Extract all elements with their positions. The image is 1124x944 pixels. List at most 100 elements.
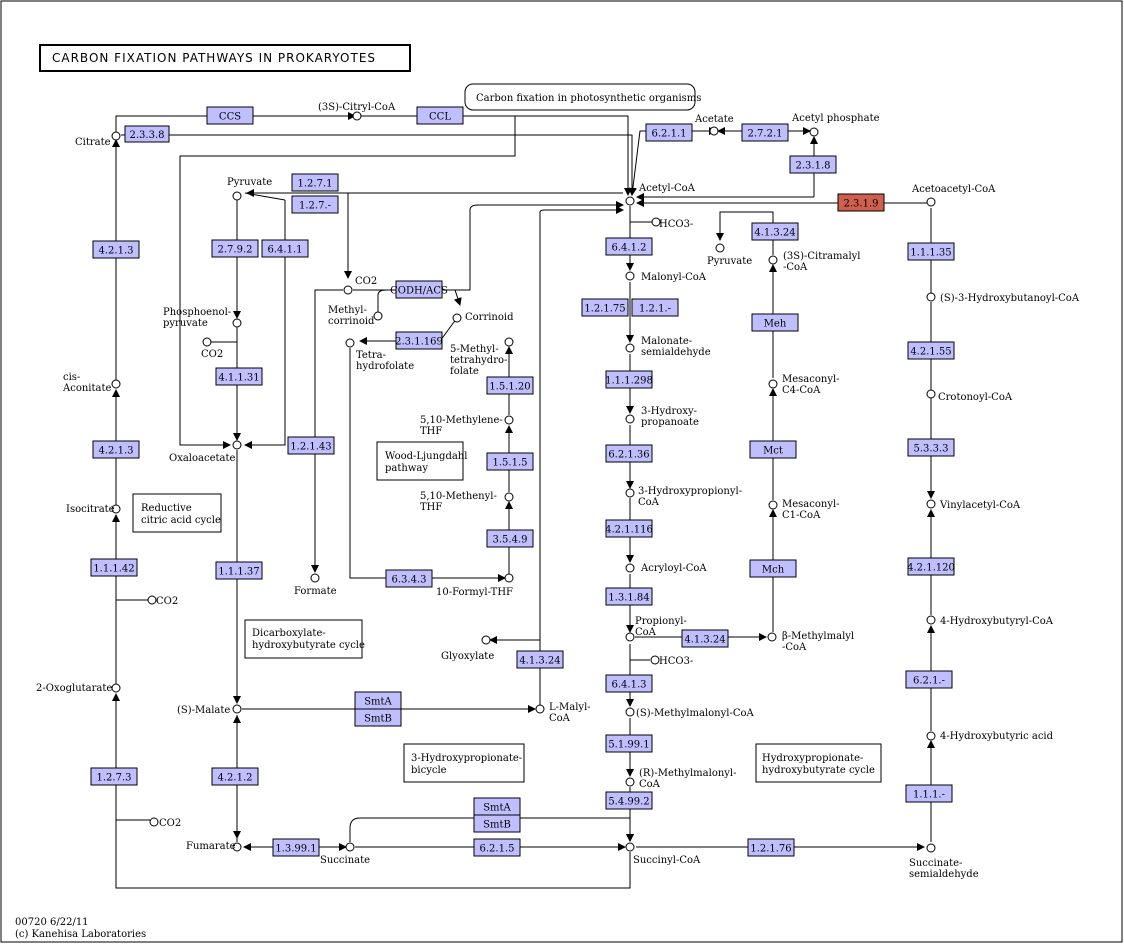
compound-node-mesaconyl-c4[interactable]	[768, 379, 778, 389]
enzyme-box[interactable]	[631, 298, 679, 317]
compound-node-cis-aconitate[interactable]	[111, 379, 121, 389]
enzyme-box[interactable]	[605, 370, 653, 389]
compound-node-acetyl-coa[interactable]	[625, 196, 635, 206]
enzyme-e6411[interactable]: 6.4.1.1	[261, 239, 309, 258]
enzyme-box[interactable]	[681, 629, 729, 648]
enzyme-box[interactable]	[486, 376, 534, 395]
enzyme-box[interactable]	[749, 440, 797, 459]
enzyme-box[interactable]	[905, 784, 953, 803]
enzyme-box[interactable]	[395, 280, 443, 299]
compound-node-propionyl-coa[interactable]	[625, 632, 635, 642]
enzyme-box[interactable]	[473, 838, 521, 857]
enzyme-e62136[interactable]: 6.2.1.36	[605, 444, 653, 463]
enzyme-e42155[interactable]: 4.2.1.55	[907, 341, 955, 360]
enzyme-e13991[interactable]: 1.3.99.1	[272, 838, 320, 857]
enzyme-e2792[interactable]: 2.7.9.2	[211, 239, 259, 258]
compound-node-methylcorrinoid[interactable]	[373, 311, 383, 321]
enzyme-e421120[interactable]: 4.2.1.120	[907, 557, 955, 576]
map-link-wood-ljungdahl[interactable]	[376, 441, 464, 481]
enzyme-e6343[interactable]: 6.3.4.3	[385, 569, 433, 588]
compound-node-hco3-b[interactable]	[650, 655, 660, 665]
enzyme-e4213a[interactable]: 4.2.1.3	[92, 240, 140, 259]
enzyme-e127x[interactable]: 1.2.7.-	[291, 195, 339, 214]
compound-node-fumarate[interactable]	[232, 842, 242, 852]
compound-node-citryl[interactable]	[352, 111, 362, 121]
enzyme-e4213b[interactable]: 4.2.1.3	[92, 440, 140, 459]
compound-node-s-3-hydroxybutanoyl[interactable]	[926, 292, 936, 302]
compound-node-succinyl-coa[interactable]	[625, 842, 635, 852]
map-link-reductive-citric[interactable]	[132, 493, 222, 533]
enzyme-e111x[interactable]: 1.1.1.-	[905, 784, 953, 803]
enzyme-box[interactable]	[605, 791, 653, 810]
compound-node-corrinoid[interactable]	[452, 313, 462, 323]
enzyme-ccl[interactable]: CCL	[416, 106, 464, 125]
enzyme-e13184[interactable]: 1.3.1.84	[605, 587, 653, 606]
compound-node-succinate-sa[interactable]	[926, 843, 936, 853]
compound-node-4-hydroxybutyric-acid[interactable]	[926, 731, 936, 741]
enzyme-box[interactable]	[741, 123, 789, 142]
compound-node-pep[interactable]	[232, 318, 242, 328]
enzyme-box[interactable]	[789, 155, 837, 174]
compound-node-acetoacetyl-coa[interactable]	[926, 197, 936, 207]
enzyme-box[interactable]	[416, 106, 464, 125]
enzyme-e12143[interactable]: 1.2.1.43	[287, 436, 335, 455]
map-link-dicarboxylate[interactable]	[244, 619, 363, 659]
compound-node-l-malyl[interactable]	[535, 704, 545, 714]
enzyme-smta2[interactable]: SmtA	[473, 797, 521, 816]
enzyme-box[interactable]	[211, 767, 259, 786]
enzyme-box[interactable]	[605, 519, 653, 538]
enzyme-e41324a[interactable]: 4.1.3.24	[516, 650, 564, 669]
enzyme-meh[interactable]: Meh	[751, 313, 799, 332]
compound-node-r-methylmalonyl[interactable]	[625, 777, 635, 787]
compound-node-hco3-a[interactable]	[651, 217, 661, 227]
compound-node-3hp-coa[interactable]	[625, 488, 635, 498]
compound-node-co2-wl[interactable]	[343, 285, 353, 295]
compound-node-co2-pep[interactable]	[202, 337, 212, 347]
enzyme-e11137[interactable]: 1.1.1.37	[215, 561, 263, 580]
map-link-hp-hb-cycle[interactable]	[755, 743, 882, 783]
enzyme-ccs[interactable]: CCS	[206, 106, 254, 125]
enzyme-box[interactable]	[605, 237, 653, 256]
enzyme-e3549[interactable]: 3.5.4.9	[486, 529, 534, 548]
enzyme-e2318[interactable]: 2.3.1.8	[789, 155, 837, 174]
compound-node-methylene-thf[interactable]	[504, 415, 514, 425]
enzyme-mch[interactable]: Mch	[749, 559, 797, 578]
enzyme-e2338[interactable]: 2.3.3.8	[124, 125, 170, 143]
enzyme-box[interactable]	[90, 767, 138, 786]
enzyme-e41324c[interactable]: 4.1.3.24	[751, 222, 799, 241]
enzyme-box[interactable]	[291, 173, 339, 192]
enzyme-e11135[interactable]: 1.1.1.35	[907, 242, 955, 261]
enzyme-e1273[interactable]: 1.2.7.3	[90, 767, 138, 786]
enzyme-e6211[interactable]: 6.2.1.1	[645, 123, 693, 142]
compound-node-malonyl-coa[interactable]	[625, 271, 635, 281]
enzyme-box[interactable]	[907, 557, 955, 576]
enzyme-smtb1[interactable]: SmtB	[354, 708, 402, 727]
enzyme-e2721[interactable]: 2.7.2.1	[741, 123, 789, 142]
enzyme-e41324b[interactable]: 4.1.3.24	[681, 629, 729, 648]
enzyme-box[interactable]	[907, 341, 955, 360]
enzyme-box[interactable]	[749, 559, 797, 578]
enzyme-box[interactable]	[751, 313, 799, 332]
enzyme-codhacs[interactable]: CODH/ACS	[390, 280, 448, 299]
compound-node-s-methylmalonyl[interactable]	[625, 707, 635, 717]
compound-node-acetate[interactable]	[709, 126, 719, 136]
enzyme-e51991[interactable]: 5.1.99.1	[605, 734, 653, 753]
enzyme-e2319[interactable]: 2.3.1.9	[837, 193, 885, 212]
enzyme-e54992[interactable]: 5.4.99.2	[605, 791, 653, 810]
enzyme-box[interactable]	[124, 125, 170, 143]
compound-node-mthf[interactable]	[504, 337, 514, 347]
enzyme-box[interactable]	[215, 561, 263, 580]
compound-node-4-hydroxybutyryl-coa[interactable]	[926, 615, 936, 625]
compound-node-b-methylmalyl[interactable]	[767, 632, 777, 642]
enzyme-box[interactable]	[905, 670, 953, 689]
enzyme-e621x[interactable]: 6.2.1.-	[905, 670, 953, 689]
enzyme-box[interactable]	[395, 331, 443, 350]
compound-node-pyruvate-2[interactable]	[715, 243, 725, 253]
enzyme-box[interactable]	[215, 367, 263, 386]
enzyme-mct[interactable]: Mct	[749, 440, 797, 459]
enzyme-smtb2[interactable]: SmtB	[473, 814, 521, 833]
compound-node-co2-oxoglutarate[interactable]	[149, 817, 159, 827]
enzyme-box[interactable]	[837, 193, 885, 212]
enzyme-e41131[interactable]: 4.1.1.31	[215, 367, 263, 386]
enzyme-box[interactable]	[605, 587, 653, 606]
